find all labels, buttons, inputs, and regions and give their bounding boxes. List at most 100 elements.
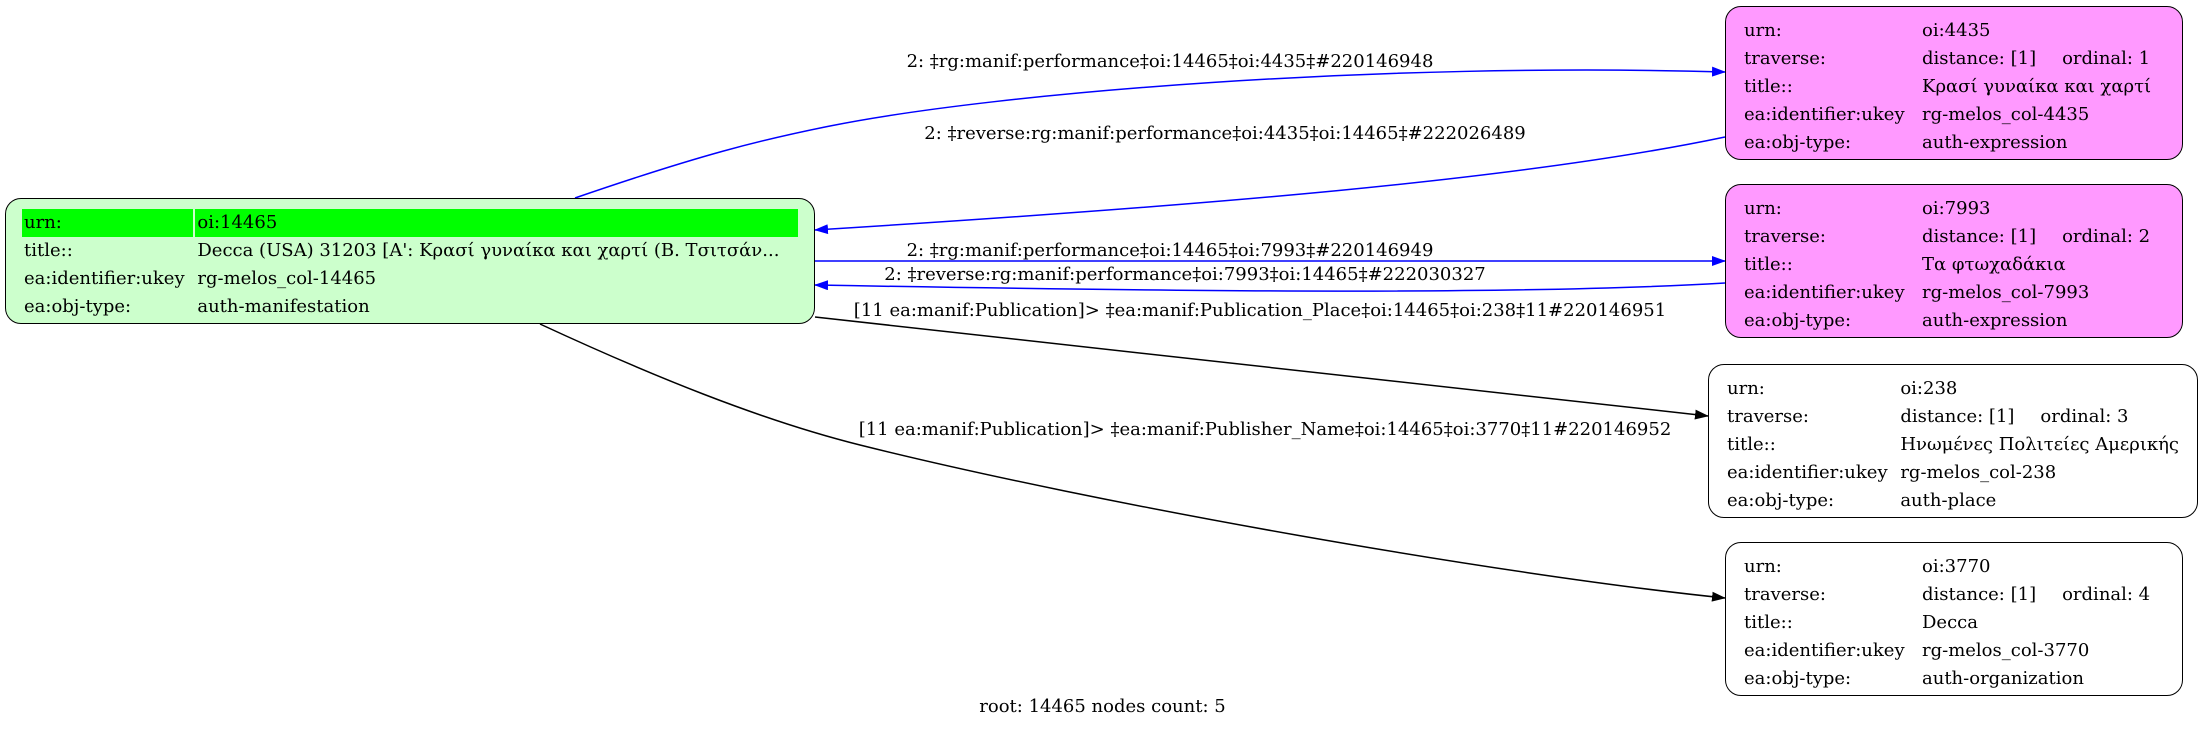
node-distance: distance: [1]	[1900, 406, 2015, 427]
node-traverse-row: traverse: distance: [1]ordinal: 3	[1725, 403, 2181, 431]
root-title-row: title:: Decca (USA) 31203 [A': Κρασί γυν…	[22, 237, 798, 265]
node-traverse-row: traverse: distance: [1] ordinal: 1	[1742, 45, 2153, 73]
node-urn-value: oi:3770	[1922, 556, 1991, 577]
node-urn-row: urn: oi:3770	[1742, 553, 2152, 581]
node-type-row: ea:obj-type: auth-organization	[1742, 665, 2152, 693]
node-traverse-value: distance: [1]ordinal: 3	[1898, 403, 2181, 431]
edge-label-performance-7993: 2: ‡rg:manif:performance‡oi:14465‡oi:799…	[907, 240, 1434, 261]
root-title-value: Decca (USA) 31203 [A': Κρασί γυναίκα και…	[197, 240, 780, 261]
root-urn-key: urn:	[22, 209, 194, 237]
node-traverse-row: traverse: distance: [1] ordinal: 2	[1742, 223, 2152, 251]
node-traverse-key: traverse:	[1744, 48, 1826, 69]
node-ukey-value: rg-melos_col-238	[1900, 462, 2057, 483]
node-urn-key: urn:	[1744, 20, 1782, 41]
root-node-table: urn: oi:14465 title:: Decca (USA) 31203 …	[20, 209, 800, 321]
node-ukey-value: rg-melos_col-4435	[1922, 104, 2090, 125]
node-title-row: title::Κρασί γυναίκα και χαρτί	[1742, 73, 2153, 101]
node-urn-key: urn:	[1744, 198, 1782, 219]
node-oi-4435-table: urn: oi:4435 traverse: distance: [1] ordina…	[1740, 17, 2155, 157]
node-traverse-key: traverse:	[1744, 226, 1826, 247]
node-oi-238[interactable]: urn: oi:238 traverse: distance: [1]ordinal…	[1708, 364, 2198, 518]
root-ukey-key: ea:identifier:ukey	[24, 268, 185, 289]
node-title-value: Decca	[1922, 612, 1978, 633]
root-urn-row: urn: oi:14465	[22, 209, 798, 237]
node-traverse-value: distance: [1] ordinal: 4	[1920, 581, 2152, 609]
node-oi-238-table: urn: oi:238 traverse: distance: [1]ordinal…	[1723, 375, 2183, 515]
node-title-row: title::Ηνωμένες Πολιτείες Αμερικής	[1725, 431, 2181, 459]
root-title-key: title::	[24, 240, 73, 261]
node-ordinal: ordinal: 2	[2062, 226, 2151, 247]
node-title-value: Ηνωμένες Πολιτείες Αμερικής	[1900, 434, 2179, 455]
root-type-value: auth-manifestation	[197, 296, 370, 317]
edge-label-publisher-name: [11 ea:manif:Publication]> ‡ea:manif:Pub…	[859, 419, 1672, 440]
node-ukey-row: ea:identifier:ukey rg-melos_col-7993	[1742, 279, 2152, 307]
node-title-row: title::Decca	[1742, 609, 2152, 637]
node-traverse-key: traverse:	[1727, 406, 1809, 427]
edge-reverse-7993	[814, 280, 1726, 292]
node-oi-7993[interactable]: urn: oi:7993 traverse: distance: [1] ordina…	[1725, 184, 2183, 338]
graph-footer: root: 14465 nodes count: 5	[979, 696, 1226, 717]
node-oi-3770-table: urn: oi:3770 traverse: distance: [1] ordina…	[1740, 553, 2154, 693]
node-type-value: auth-expression	[1922, 310, 2068, 331]
node-urn-key: urn:	[1727, 378, 1765, 399]
node-title-row: title::Τα φτωχαδάκια	[1742, 251, 2152, 279]
edge-label-publication-place: [11 ea:manif:Publication]> ‡ea:manif:Pub…	[854, 300, 1666, 321]
node-urn-value: oi:238	[1900, 378, 1958, 399]
node-oi-3770[interactable]: urn: oi:3770 traverse: distance: [1] ordina…	[1725, 542, 2183, 696]
node-traverse-value: distance: [1] ordinal: 1	[1920, 45, 2153, 73]
node-type-row: ea:obj-type: auth-place	[1725, 487, 2181, 515]
node-type-row: ea:obj-type: auth-expression	[1742, 307, 2152, 335]
node-oi-4435[interactable]: urn: oi:4435 traverse: distance: [1] ordina…	[1725, 6, 2183, 160]
node-title-value: Τα φτωχαδάκια	[1922, 254, 2066, 275]
edge-label-reverse-4435: 2: ‡reverse:rg:manif:performance‡oi:4435…	[924, 123, 1526, 144]
node-type-value: auth-organization	[1922, 668, 2084, 689]
node-urn-key: urn:	[1744, 556, 1782, 577]
node-title-key: title::	[1744, 612, 1793, 633]
node-distance: distance: [1]	[1922, 226, 2037, 247]
node-ukey-key: ea:identifier:ukey	[1744, 640, 1905, 661]
node-type-row: ea:obj-type: auth-expression	[1742, 129, 2153, 157]
node-ukey-key: ea:identifier:ukey	[1727, 462, 1888, 483]
root-urn-value: oi:14465	[195, 209, 798, 237]
node-ukey-row: ea:identifier:ukey rg-melos_col-4435	[1742, 101, 2153, 129]
node-title-key: title::	[1744, 254, 1793, 275]
edge-performance-4435	[574, 66, 1726, 199]
node-urn-value: oi:7993	[1922, 198, 1991, 219]
node-urn-value: oi:4435	[1922, 20, 1991, 41]
edge-reverse-4435	[814, 136, 1726, 235]
root-node[interactable]: urn: oi:14465 title:: Decca (USA) 31203 …	[5, 198, 815, 324]
node-distance: distance: [1]	[1922, 584, 2037, 605]
node-urn-row: urn: oi:238	[1725, 375, 2181, 403]
edge-publisher-name	[539, 323, 1726, 602]
node-type-value: auth-place	[1900, 490, 1997, 511]
node-title-key: title::	[1727, 434, 1776, 455]
node-ukey-row: ea:identifier:ukey rg-melos_col-238	[1725, 459, 2181, 487]
node-type-key: ea:obj-type:	[1744, 310, 1852, 331]
node-ukey-key: ea:identifier:ukey	[1744, 282, 1905, 303]
node-type-key: ea:obj-type:	[1727, 490, 1835, 511]
node-traverse-row: traverse: distance: [1] ordinal: 4	[1742, 581, 2152, 609]
edge-publication-place	[814, 316, 1709, 420]
node-ukey-key: ea:identifier:ukey	[1744, 104, 1905, 125]
node-urn-row: urn: oi:7993	[1742, 195, 2152, 223]
root-type-row: ea:obj-type: auth-manifestation	[22, 293, 798, 321]
node-distance: distance: [1]	[1922, 48, 2037, 69]
node-type-value: auth-expression	[1922, 132, 2068, 153]
node-traverse-key: traverse:	[1744, 584, 1826, 605]
edge-label-performance-4435: 2: ‡rg:manif:performance‡oi:14465‡oi:443…	[907, 51, 1434, 72]
node-ukey-row: ea:identifier:ukey rg-melos_col-3770	[1742, 637, 2152, 665]
node-ukey-value: rg-melos_col-7993	[1922, 282, 2090, 303]
edge-label-reverse-7993: 2: ‡reverse:rg:manif:performance‡oi:7993…	[884, 264, 1486, 285]
node-urn-row: urn: oi:4435	[1742, 17, 2153, 45]
root-ukey-row: ea:identifier:ukey rg-melos_col-14465	[22, 265, 798, 293]
root-ukey-value: rg-melos_col-14465	[197, 268, 377, 289]
node-traverse-value: distance: [1] ordinal: 2	[1920, 223, 2152, 251]
root-type-key: ea:obj-type:	[24, 296, 132, 317]
node-type-key: ea:obj-type:	[1744, 668, 1852, 689]
node-ukey-value: rg-melos_col-3770	[1922, 640, 2090, 661]
node-type-key: ea:obj-type:	[1744, 132, 1852, 153]
node-ordinal: ordinal: 4	[2062, 584, 2151, 605]
node-ordinal: ordinal: 1	[2062, 48, 2151, 69]
node-title-key: title::	[1744, 76, 1793, 97]
